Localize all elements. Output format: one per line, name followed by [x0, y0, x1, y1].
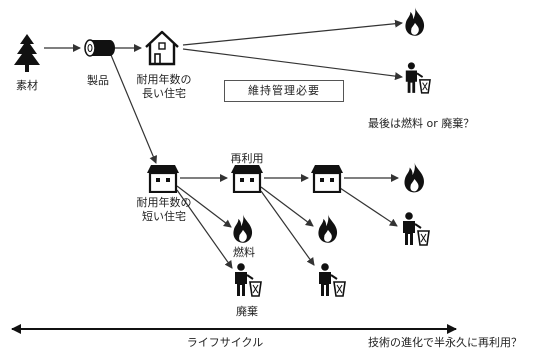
flame-icon: [404, 162, 424, 193]
house-icon: [145, 30, 179, 66]
label-long-house: 耐用年数の 長い住宅: [136, 73, 192, 100]
label-fuel: 燃料: [233, 246, 255, 259]
label-material: 素材: [16, 79, 38, 92]
label-lifecycle: ライフサイクル: [186, 336, 264, 349]
label-tech-question: 技術の進化で半永久に再利用？: [368, 336, 522, 349]
label-short-house: 耐用年数の 短い住宅: [136, 196, 192, 223]
trash-person-icon: [234, 263, 262, 297]
flame-icon: [233, 214, 253, 243]
label-disposal: 廃棄: [236, 305, 258, 318]
label-reuse: 再利用: [230, 152, 264, 165]
arrow-reuse1-to-fuel: [260, 186, 314, 227]
arrow-short-to-disposal: [176, 189, 233, 269]
flame-icon: [318, 214, 338, 243]
arrow-long-house-to-disposal: [182, 48, 403, 81]
house-icon: [146, 163, 180, 193]
arrow-long-house-to-fuel: [182, 19, 403, 46]
maintenance-box: 維持管理必要: [224, 80, 344, 102]
arrow-product-to-short-house: [110, 54, 157, 164]
arrow-reuse2-to-disposal: [339, 187, 398, 227]
label-end-question: 最後は燃料 or 廃棄？: [368, 117, 475, 130]
log-icon: [84, 39, 115, 57]
trash-person-icon: [404, 62, 431, 94]
label-product: 製品: [87, 74, 109, 87]
house-icon: [230, 163, 264, 193]
flame-icon: [405, 7, 425, 36]
arrow-reuse1-to-disposal: [260, 190, 315, 266]
tree-icon: [14, 34, 40, 72]
arrow-short-to-fuel: [176, 185, 232, 228]
trash-person-icon: [402, 212, 430, 246]
trash-person-icon: [318, 263, 346, 297]
house-icon: [310, 163, 344, 193]
